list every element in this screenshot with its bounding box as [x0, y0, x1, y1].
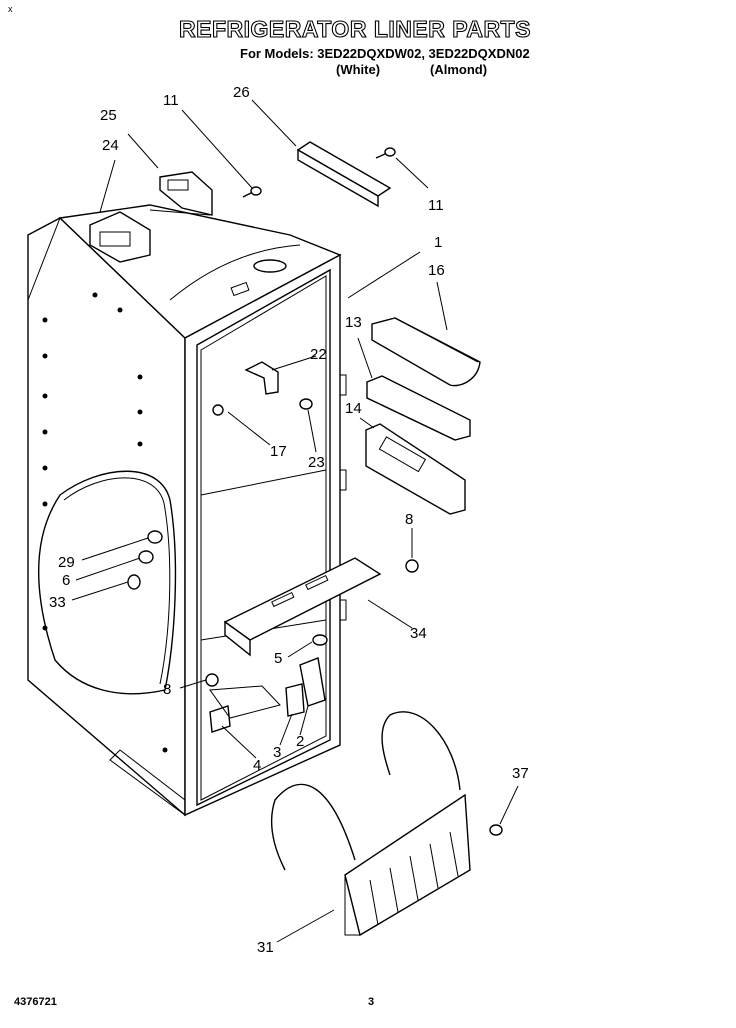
callout-11-top: 11 [163, 92, 179, 109]
callout-31: 31 [257, 939, 274, 956]
callout-23: 23 [308, 454, 325, 471]
part-26-rail [296, 141, 392, 208]
part-14-housing [365, 423, 466, 515]
part-33-bulb [127, 574, 141, 590]
part-31-drawer [270, 711, 471, 937]
callout-34: 34 [410, 625, 427, 642]
part-13-bracket [366, 375, 471, 441]
part-17-clip [212, 404, 224, 416]
part-8-fastener-left [205, 673, 219, 687]
callout-17: 17 [270, 443, 287, 460]
leader-lines [71, 99, 519, 943]
part-29-knob [147, 530, 163, 544]
part-37-screw [489, 824, 503, 836]
models-line: For Models: 3ED22DQXDW02, 3ED22DQXDN02 [240, 46, 530, 61]
part-5-grommet [312, 634, 328, 646]
callout-11-right: 11 [428, 197, 444, 214]
callout-29: 29 [58, 554, 75, 571]
footer-page-number: 3 [368, 996, 375, 1008]
liner-cabinet [27, 204, 347, 817]
callout-14: 14 [345, 400, 362, 417]
part-16-cover [371, 317, 481, 387]
callout-3: 3 [273, 744, 281, 761]
callout-8-left: 8 [163, 681, 171, 698]
color-almond-label: (Almond) [430, 62, 488, 77]
part-11-screw-right [375, 147, 396, 159]
callout-5: 5 [274, 650, 282, 667]
callout-4: 4 [253, 757, 261, 774]
side-holes [42, 292, 168, 753]
callout-22: 22 [310, 346, 327, 363]
color-white-label: (White) [336, 62, 381, 77]
callout-26: 26 [233, 84, 250, 101]
part-23-screw [299, 398, 313, 410]
callout-37: 37 [512, 765, 529, 782]
corner-mark: x [8, 4, 13, 14]
part-8-fastener-right [405, 559, 419, 573]
part-25-bracket [149, 171, 213, 216]
callout-2: 2 [296, 733, 304, 750]
footer-part-number: 4376721 [14, 996, 57, 1008]
part-24-light-housing [89, 211, 151, 263]
callout-1: 1 [434, 234, 442, 251]
callout-8-right: 8 [405, 511, 413, 528]
callout-labels: 11 26 25 24 11 1 16 13 22 14 17 23 8 29 … [49, 84, 529, 956]
callout-33: 33 [49, 594, 66, 611]
callout-25: 25 [100, 107, 117, 124]
callout-16: 16 [428, 262, 445, 279]
parts-2-3-4-brackets [209, 657, 326, 733]
callout-13: 13 [345, 314, 362, 331]
part-11-screw-left [242, 186, 262, 198]
wiring-harness [38, 470, 177, 695]
part-22-bracket [244, 361, 279, 395]
page-title: REFRIGERATOR LINER PARTS [178, 15, 531, 42]
part-34-cover [223, 557, 382, 657]
callout-6: 6 [62, 572, 70, 589]
part-6-collar [138, 550, 154, 564]
callout-24: 24 [102, 137, 119, 154]
